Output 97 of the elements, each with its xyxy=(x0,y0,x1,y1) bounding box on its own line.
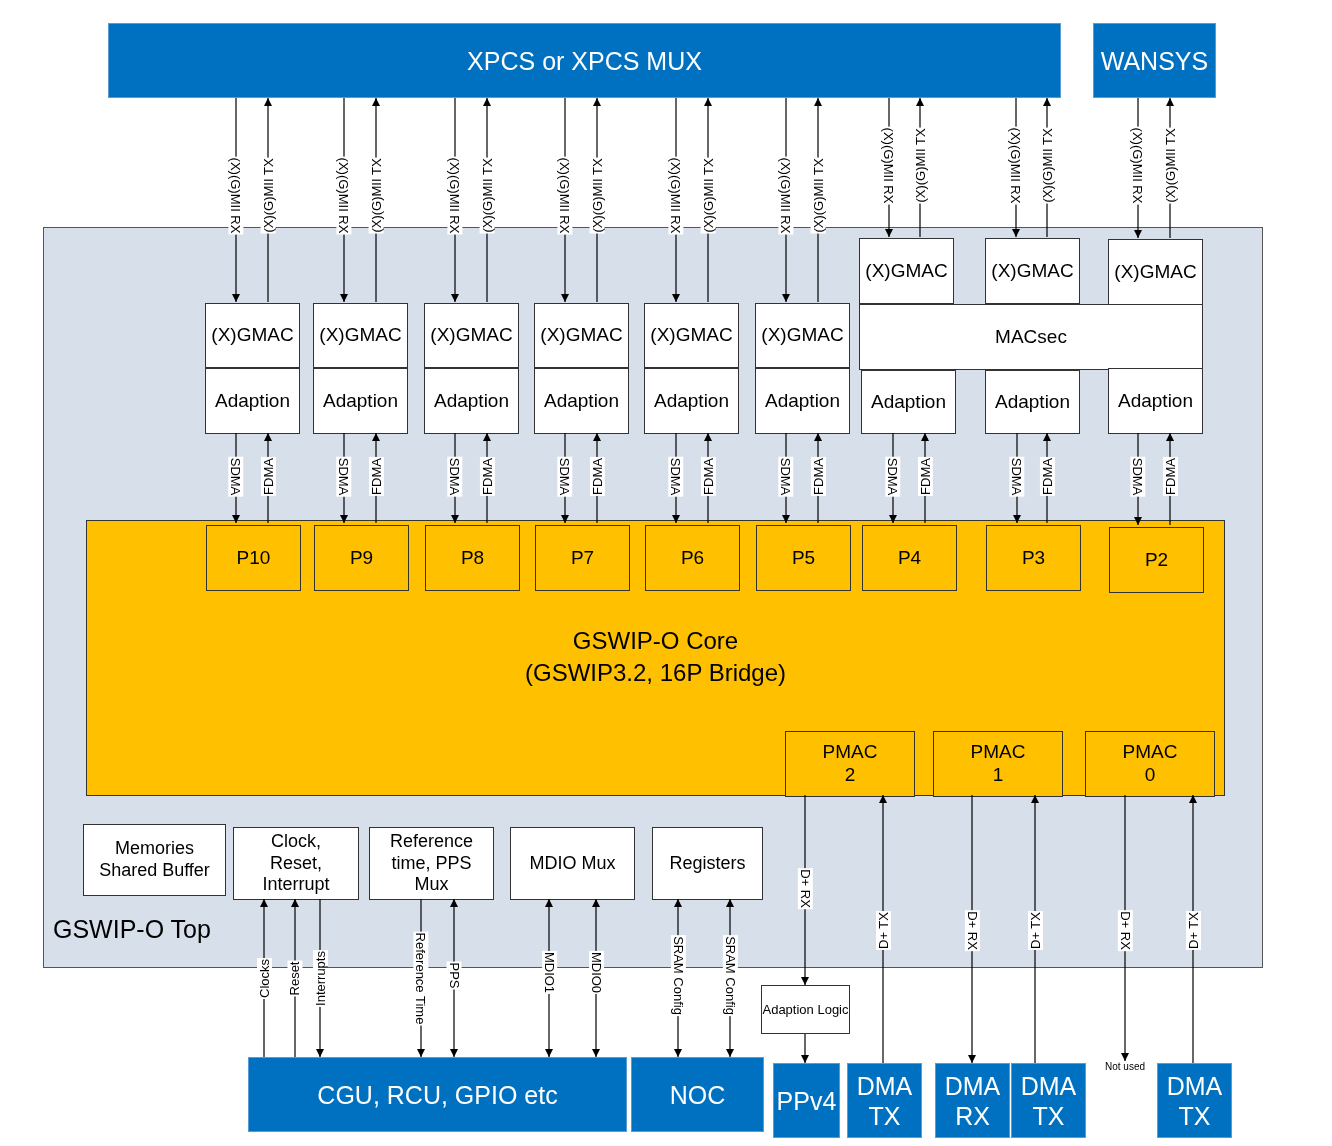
module-box: Adaption xyxy=(534,368,629,434)
edge-label: (X)(G)MII RX xyxy=(557,156,573,234)
module-box: Adaption xyxy=(313,368,408,434)
block-box: DMA TX xyxy=(847,1063,922,1138)
edge-label: SDMA xyxy=(778,456,794,496)
block-box: CGU, RCU, GPIO etc xyxy=(248,1057,627,1132)
edge-label: (X)(G)MII RX xyxy=(228,156,244,234)
port-box: P4 xyxy=(862,525,957,591)
module-box: Clock, Reset, Interrupt xyxy=(233,827,359,900)
module-box: (X)GMAC xyxy=(313,303,408,368)
edge-label: SDMA xyxy=(885,456,901,496)
edge-label: D+ TX xyxy=(1027,910,1043,950)
edge-label: SDMA xyxy=(557,456,573,496)
edge-label: FDMA xyxy=(917,456,933,496)
edge-label: (X)(G)MII TX xyxy=(589,156,605,234)
port-box: PMAC 2 xyxy=(785,731,915,797)
edge-label: PPS xyxy=(446,961,462,989)
module-box: (X)GMAC xyxy=(859,238,954,304)
module-box: Adaption xyxy=(1108,368,1203,434)
edge-label: (X)(G)MII RX xyxy=(668,156,684,234)
block-box: DMA TX xyxy=(1011,1063,1086,1138)
edge-label: (X)(G)MII TX xyxy=(368,156,384,234)
edge-label: D+ RX xyxy=(964,909,980,951)
edge-label: (X)(G)MII RX xyxy=(336,156,352,234)
edge-label: FDMA xyxy=(1039,456,1055,496)
module-box: (X)GMAC xyxy=(644,303,739,368)
edge-label: Clocks xyxy=(256,957,272,999)
block-box: WANSYS xyxy=(1093,23,1216,98)
edge-label: (X)(G)MII TX xyxy=(810,156,826,234)
edge-label: D+ RX xyxy=(1117,909,1133,951)
core-title: (GSWIP3.2, 16P Bridge) xyxy=(525,658,786,688)
port-box: P7 xyxy=(535,525,630,591)
port-box: PMAC 1 xyxy=(933,731,1063,797)
module-box: Adaption xyxy=(644,368,739,434)
block-box: PPv4 xyxy=(773,1063,840,1138)
port-box: P5 xyxy=(756,525,851,591)
edge-label: FDMA xyxy=(810,456,826,496)
edge-label: (X)(G)MII RX xyxy=(447,156,463,234)
edge-label: D+ RX xyxy=(797,867,813,909)
port-box: P9 xyxy=(314,525,409,591)
block-box: DMA RX xyxy=(935,1063,1010,1138)
module-box: (X)GMAC xyxy=(755,303,850,368)
module-box: (X)GMAC xyxy=(424,303,519,368)
module-box: Reference time, PPS Mux xyxy=(369,827,494,900)
port-box: P10 xyxy=(206,525,301,591)
edge-label: SDMA xyxy=(228,456,244,496)
edge-label: FDMA xyxy=(589,456,605,496)
module-box: (X)GMAC xyxy=(1108,239,1203,305)
module-box: Adaption xyxy=(985,370,1080,434)
block-box: DMA TX xyxy=(1157,1063,1232,1138)
edge-label: (X)(G)MII RX xyxy=(778,156,794,234)
core-title: GSWIP-O Core xyxy=(572,626,739,656)
edge-label: D+ TX xyxy=(1185,910,1201,950)
block-box: XPCS or XPCS MUX xyxy=(108,23,1061,98)
block-box: NOC xyxy=(631,1057,764,1132)
port-box: P8 xyxy=(425,525,520,591)
module-box: Adaption Logic xyxy=(761,985,850,1034)
module-box: MDIO Mux xyxy=(510,827,635,900)
edge-label: FDMA xyxy=(368,456,384,496)
edge-label: FDMA xyxy=(260,456,276,496)
module-box: (X)GMAC xyxy=(985,238,1080,304)
region-title: GSWIP-O Top xyxy=(53,914,211,944)
edge-label: SDMA xyxy=(668,456,684,496)
module-box: Adaption xyxy=(205,368,300,434)
core-block xyxy=(86,520,1225,796)
module-box: Adaption xyxy=(424,368,519,434)
module-box: (X)GMAC xyxy=(534,303,629,368)
edge-label: SRAM Config xyxy=(670,934,686,1016)
edge-label: FDMA xyxy=(479,456,495,496)
port-box: PMAC 0 xyxy=(1085,731,1215,797)
module-box: (X)GMAC xyxy=(205,303,300,368)
edge-label: Reset xyxy=(287,960,303,996)
edge-label: D+ TX xyxy=(875,910,891,950)
port-box: P6 xyxy=(645,525,740,591)
port-box: P3 xyxy=(986,525,1081,591)
edge-label: MDIO0 xyxy=(588,950,604,994)
module-box: MACsec xyxy=(859,304,1203,370)
edge-label: SDMA xyxy=(1009,456,1025,496)
edge-label: FDMA xyxy=(1162,456,1178,496)
module-box: Memories Shared Buffer xyxy=(83,824,226,896)
edge-label: SDMA xyxy=(1130,456,1146,496)
module-box: Adaption xyxy=(861,370,956,434)
edge-label: (X)(G)MII TX xyxy=(700,156,716,234)
arrow xyxy=(801,1033,809,1064)
port-box: P2 xyxy=(1109,527,1204,593)
edge-label: SRAM Config xyxy=(722,934,738,1016)
module-box: Registers xyxy=(652,827,763,900)
note-text: Not used xyxy=(1098,1061,1152,1075)
module-box: Adaption xyxy=(755,368,850,434)
edge-label: Interrupts xyxy=(312,949,328,1007)
edge-label: (X)(G)MII TX xyxy=(479,156,495,234)
edge-label: (X)(G)MII TX xyxy=(260,156,276,234)
edge-label: SDMA xyxy=(336,456,352,496)
edge-label: SDMA xyxy=(447,456,463,496)
edge-label: FDMA xyxy=(700,456,716,496)
edge-label: MDIO1 xyxy=(541,950,557,994)
edge-label: Reference Time xyxy=(413,931,429,1025)
